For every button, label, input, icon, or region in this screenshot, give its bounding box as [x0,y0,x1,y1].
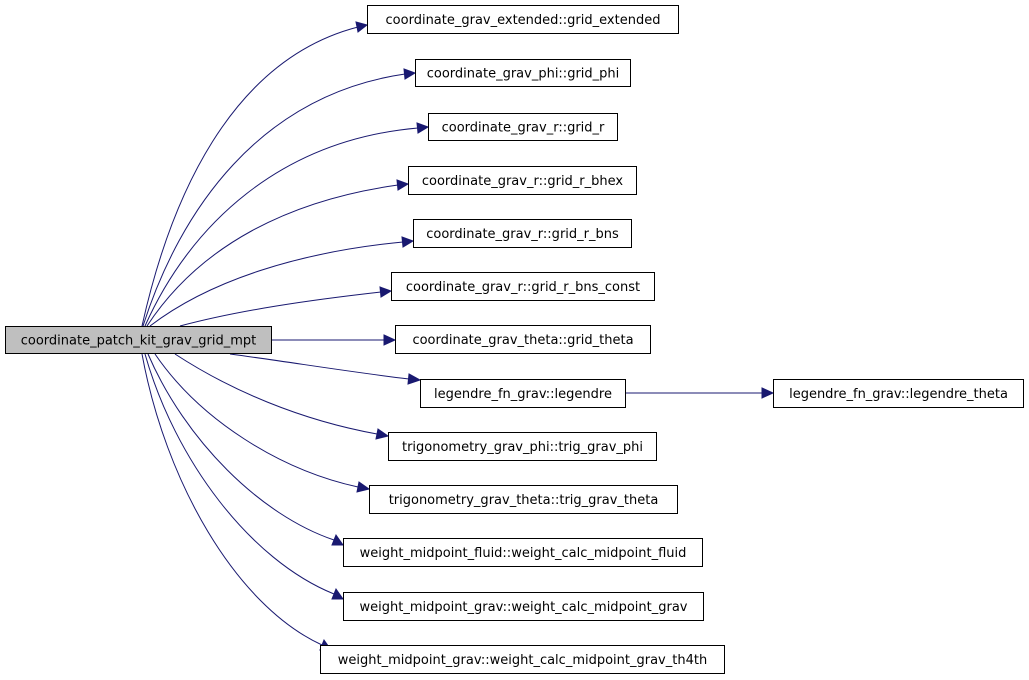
edge-to-weight-grav [144,353,335,595]
edge-arrow-weight-fluid [331,533,344,546]
edge-to-weight-fluid [147,353,335,541]
edge-to-trig-grav-phi [174,353,378,435]
node-grid-extended[interactable]: coordinate_grav_extended::grid_extended [367,5,679,34]
node-grid-r-bhex[interactable]: coordinate_grav_r::grid_r_bhex [408,166,637,195]
node-label-legendre-theta: legendre_fn_grav::legendre_theta [789,387,1008,402]
edge-arrow-grid-r [416,122,430,134]
node-grid-theta[interactable]: coordinate_grav_theta::grid_theta [395,325,651,354]
node-trig-grav-phi[interactable]: trigonometry_grav_phi::trig_grav_phi [388,432,657,461]
edge-to-weight-grav-th4th [141,353,323,646]
node-label-grid-extended: coordinate_grav_extended::grid_extended [386,13,661,28]
edge-arrow-grid-r-bns [401,236,415,248]
edge-to-grid-extended [141,26,359,327]
node-trig-grav-theta[interactable]: trigonometry_grav_theta::trig_grav_theta [369,485,678,514]
node-label-grid-r-bns: coordinate_grav_r::grid_r_bns [426,227,619,242]
edge-arrow-weight-grav [331,587,344,600]
edge-arrow-legendre-theta [761,387,775,399]
node-label-trig-grav-theta: trigonometry_grav_theta::trig_grav_theta [389,493,659,508]
node-label-grid-r-bhex: coordinate_grav_r::grid_r_bhex [422,174,624,189]
edge-arrow-grid-r-bns-const [379,286,393,298]
node-legendre[interactable]: legendre_fn_grav::legendre [420,379,626,408]
node-label-root: coordinate_patch_kit_grav_grid_mpt [21,334,257,349]
edge-to-grid-r-bns-const [179,291,382,327]
node-weight-grav[interactable]: weight_midpoint_grav::weight_calc_midpoi… [343,592,704,621]
edge-arrow-grid-theta [383,334,397,346]
node-label-legendre: legendre_fn_grav::legendre [434,387,612,402]
node-root[interactable]: coordinate_patch_kit_grav_grid_mpt [5,326,272,354]
call-edges [141,21,775,651]
edge-to-grid-r-bns [149,241,404,327]
node-grid-r[interactable]: coordinate_grav_r::grid_r [428,113,618,141]
node-label-grid-r: coordinate_grav_r::grid_r [442,121,605,136]
node-grid-r-bns[interactable]: coordinate_grav_r::grid_r_bns [413,219,632,248]
node-label-weight-grav-th4th: weight_midpoint_grav::weight_calc_midpoi… [338,653,707,668]
edge-arrow-trig-grav-phi [375,428,390,440]
node-legendre-theta[interactable]: legendre_fn_grav::legendre_theta [773,379,1024,408]
call-nodes: coordinate_patch_kit_grav_grid_mpt coord… [5,5,1024,674]
node-label-trig-grav-phi: trigonometry_grav_phi::trig_grav_phi [402,440,643,455]
edge-to-legendre [229,353,410,380]
edge-arrow-legendre [407,373,422,385]
edge-to-grid-r [144,127,419,327]
node-label-weight-fluid: weight_midpoint_fluid::weight_calc_midpo… [360,546,687,561]
edge-to-grid-phi [142,73,406,327]
node-label-grid-theta: coordinate_grav_theta::grid_theta [412,333,633,348]
node-grid-r-bns-const[interactable]: coordinate_grav_r::grid_r_bns_const [391,272,655,301]
node-label-grid-r-bns-const: coordinate_grav_r::grid_r_bns_const [406,280,640,295]
edge-to-grid-r-bhex [146,184,399,327]
edge-to-trig-grav-theta [154,353,359,488]
edge-arrow-grid-extended [355,21,369,33]
node-label-weight-grav: weight_midpoint_grav::weight_calc_midpoi… [360,600,688,615]
node-weight-fluid[interactable]: weight_midpoint_fluid::weight_calc_midpo… [343,538,703,567]
edge-arrow-grid-phi [403,68,417,80]
edge-arrow-trig-grav-theta [356,481,371,493]
node-label-grid-phi: coordinate_grav_phi::grid_phi [427,67,620,82]
node-weight-grav-th4th[interactable]: weight_midpoint_grav::weight_calc_midpoi… [320,645,725,674]
node-grid-phi[interactable]: coordinate_grav_phi::grid_phi [415,59,631,87]
edge-arrow-grid-r-bhex [396,179,410,191]
